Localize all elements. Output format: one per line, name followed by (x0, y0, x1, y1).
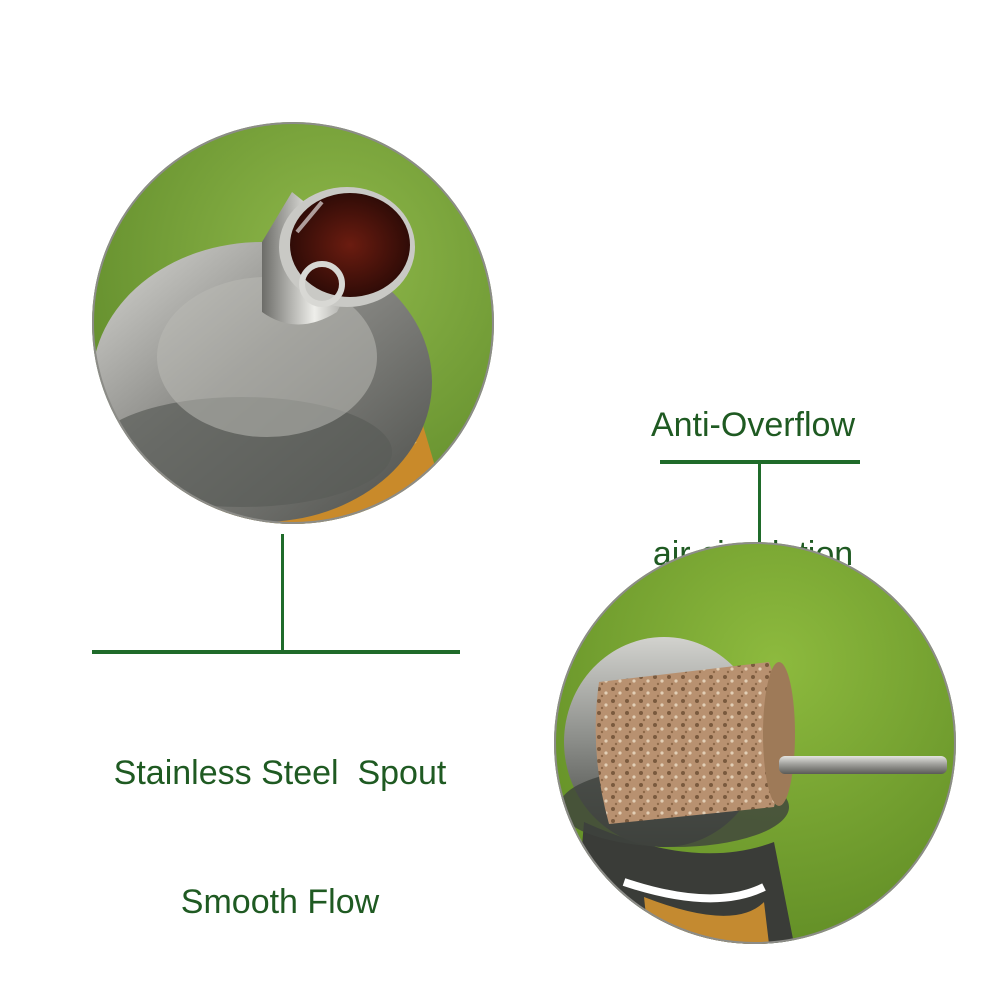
spout-photo (92, 122, 494, 524)
spout-callout-vertical (281, 534, 284, 652)
spout-label-line-1: Stainless Steel Spout (113, 754, 447, 792)
spout-photo-graphic (92, 122, 494, 524)
cork-photo (554, 542, 956, 944)
cork-callout-vertical (758, 462, 761, 542)
spout-label-line-2: Smooth Flow (180, 883, 380, 921)
cork-label-line-1: Anti-Overflow (650, 406, 856, 444)
cork-photo-graphic (554, 542, 956, 944)
spout-label: Stainless Steel Spout Smooth Flow (92, 666, 468, 967)
spout-callout-horizontal (92, 650, 460, 654)
